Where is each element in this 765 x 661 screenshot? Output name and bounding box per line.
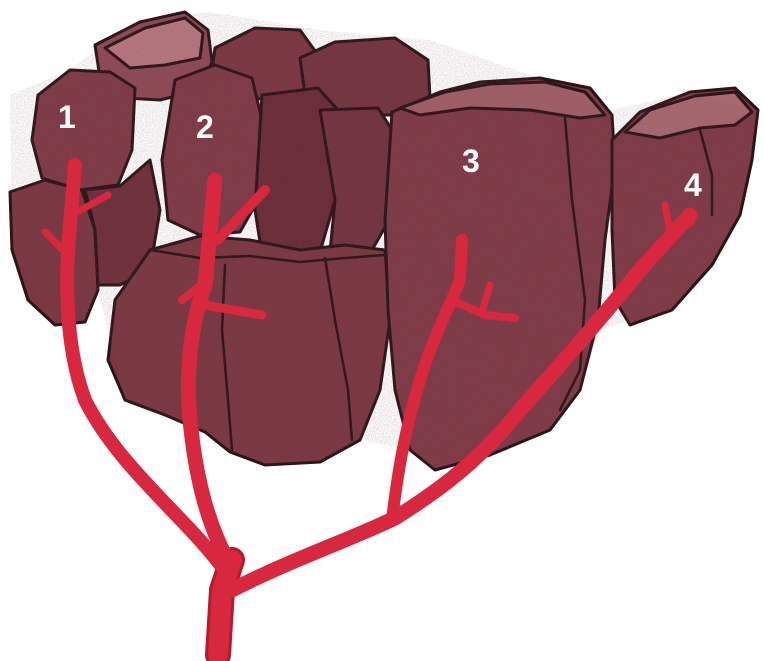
vessel-branch-4-twig-left [665, 205, 670, 232]
segment-label-1: 1 [58, 99, 76, 135]
stipple-texture [10, 12, 758, 470]
segment-label-4: 4 [684, 167, 702, 203]
segment-label-2: 2 [196, 109, 214, 145]
segment-label-3: 3 [462, 143, 480, 179]
